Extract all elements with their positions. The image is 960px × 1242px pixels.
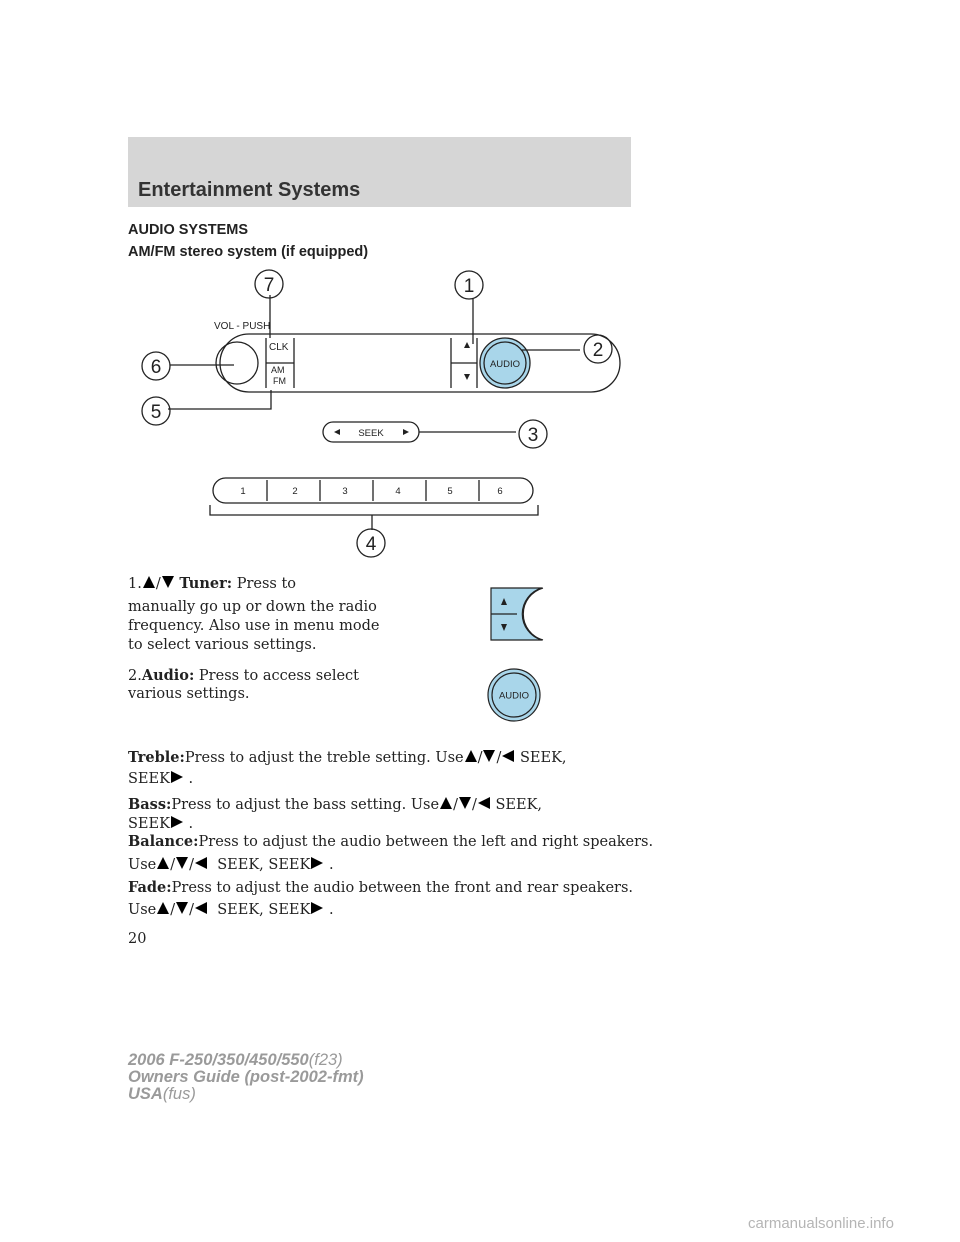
audio-knob-label: AUDIO: [490, 359, 520, 370]
fade-line-1: Fade:Press to adjust the audio between t…: [128, 879, 634, 896]
callout-2-number: 2: [593, 340, 604, 361]
preset-1: 1: [240, 486, 245, 497]
fm-label: FM: [273, 376, 286, 386]
balance-line-2: Use// SEEK, SEEK .: [128, 857, 334, 873]
callout-1: [454, 270, 484, 300]
up-arrow-icon: [157, 902, 170, 914]
tune-down-icon: [161, 576, 174, 588]
audio-line-1: 2.Audio: Press to access select: [128, 667, 359, 684]
bass-line-2: SEEK .: [128, 816, 194, 832]
audio-label: Audio:: [141, 667, 195, 684]
preset-6: 6: [497, 486, 502, 497]
callout-3: [518, 419, 548, 449]
left-arrow-icon: [477, 797, 490, 809]
preset-bar: [212, 477, 534, 504]
callout-5-number: 5: [151, 402, 162, 423]
left-arrow-icon: [195, 902, 208, 914]
footer: 2006 F-250/350/450/550(f23) Owners Guide…: [128, 1052, 364, 1103]
radio-faceplate: [219, 333, 621, 393]
up-arrow-icon: [157, 857, 170, 869]
bass-line-1: Bass:Press to adjust the bass setting. U…: [128, 796, 543, 813]
balance-line-1: Balance:Press to adjust the audio betwee…: [128, 833, 654, 850]
radio-diagram: VOL - PUSH CLK AM FM AUDIO SEEK 1 2 3 4 …: [141, 269, 621, 558]
tuner-buttons-illustration: [490, 587, 544, 641]
clk-label: CLK: [269, 342, 289, 353]
section-header-band: Entertainment Systems: [128, 137, 631, 207]
tuner-line-4: to select various settings.: [128, 637, 317, 653]
preset-3: 3: [342, 486, 347, 497]
am-label: AM: [271, 365, 285, 375]
fade-line-2: Use// SEEK, SEEK .: [128, 902, 334, 918]
callout-6-number: 6: [151, 357, 162, 378]
treble-line-2: SEEK .: [128, 771, 194, 787]
watermark: carmanualsonline.info: [748, 1215, 894, 1232]
down-arrow-icon: [176, 902, 189, 914]
subheading-am-fm: AM/FM stereo system (if equipped): [128, 244, 369, 260]
preset-2: 2: [292, 486, 297, 497]
callout-2: [583, 334, 613, 364]
tuner-line-2: manually go up or down the radio: [128, 599, 377, 615]
callout-4-number: 4: [366, 534, 377, 555]
tuner-line-1: 1./ Tuner: Press to: [128, 575, 297, 592]
callout-3-number: 3: [528, 425, 539, 446]
right-arrow-icon: [170, 816, 183, 828]
right-arrow-icon: [311, 857, 324, 869]
up-arrow-icon: [464, 750, 477, 762]
down-arrow-icon: [176, 857, 189, 869]
callout-4: [356, 528, 386, 558]
left-arrow-icon: [502, 750, 515, 762]
preset-5: 5: [447, 486, 452, 497]
footer-guide: Owners Guide (post-2002-fmt): [128, 1068, 364, 1086]
footer-market-code: (fus): [162, 1085, 196, 1103]
up-arrow-icon: [440, 797, 453, 809]
tuner-label: Tuner:: [179, 575, 233, 592]
vol-push-label: VOL - PUSH: [214, 321, 270, 332]
footer-market: USA: [128, 1085, 163, 1103]
tuner-line-3: frequency. Also use in menu mode: [128, 618, 380, 634]
page-number: 20: [128, 931, 147, 947]
seek-label: SEEK: [358, 428, 384, 439]
down-arrow-icon: [458, 797, 471, 809]
callout-7-number: 7: [264, 275, 275, 296]
down-arrow-icon: [483, 750, 496, 762]
audio-knob: [479, 337, 531, 389]
left-arrow-icon: [195, 857, 208, 869]
tune-up-icon: [142, 576, 155, 588]
callout-1-number: 1: [464, 276, 475, 297]
volume-knob: [215, 341, 259, 385]
heading-audio-systems: AUDIO SYSTEMS: [128, 222, 249, 238]
callout-6: [141, 351, 171, 381]
audio-line-2: various settings.: [128, 686, 250, 702]
right-arrow-icon: [311, 902, 324, 914]
callout-5: [141, 396, 171, 426]
treble-line-1: Treble:Press to adjust the treble settin…: [128, 749, 567, 766]
footer-model: 2006 F-250/350/450/550: [128, 1051, 309, 1069]
audio-button-label: AUDIO: [499, 691, 529, 702]
preset-4: 4: [395, 486, 400, 497]
section-title: Entertainment Systems: [138, 179, 361, 201]
footer-model-code: (f23): [308, 1051, 343, 1069]
right-arrow-icon: [170, 771, 183, 783]
audio-button-illustration: AUDIO: [487, 668, 541, 722]
callout-7: [254, 269, 284, 299]
